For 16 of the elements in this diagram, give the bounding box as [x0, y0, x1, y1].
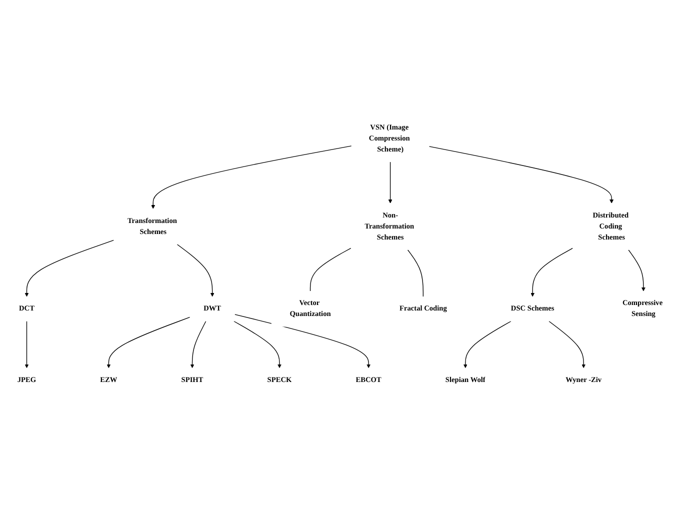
arrow	[190, 320, 206, 368]
arrow	[463, 320, 512, 368]
arrow	[234, 320, 282, 368]
arrow	[24, 320, 29, 368]
arrow	[388, 162, 392, 204]
arrow	[628, 250, 646, 292]
arrow	[176, 244, 214, 297]
connector	[310, 248, 352, 292]
arrow	[151, 146, 352, 209]
arrow	[428, 146, 614, 204]
arrow	[548, 320, 586, 368]
arrow	[530, 248, 574, 297]
arrow	[24, 240, 114, 297]
arrow	[106, 316, 190, 368]
connector	[407, 250, 424, 297]
arrow	[234, 314, 371, 368]
